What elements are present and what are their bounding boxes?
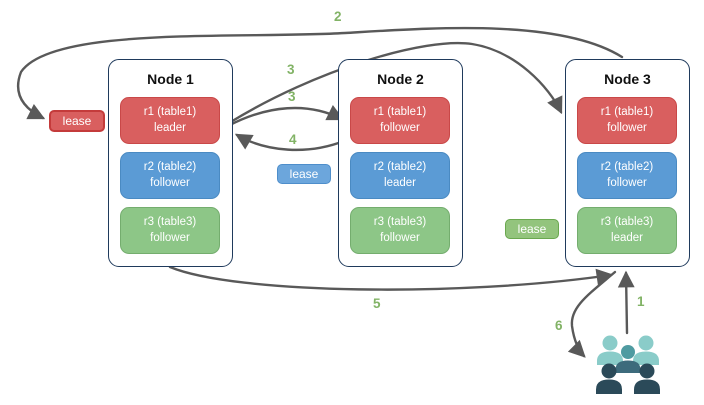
replica-role: follower xyxy=(607,121,647,134)
arrow-step5-return-to-gateway xyxy=(168,265,614,291)
user-back-left-icon xyxy=(597,335,623,365)
node-3: Node 3 r1 (table1) follower r2 (table2) … xyxy=(565,59,690,267)
node2-replica-r2: r2 (table2) leader xyxy=(350,152,450,199)
replica-role: follower xyxy=(607,176,647,189)
node-title: Node 3 xyxy=(604,71,651,87)
replica-role: leader xyxy=(384,176,416,189)
replica-role: follower xyxy=(150,176,190,189)
node2-replica-r1: r1 (table1) follower xyxy=(350,97,450,144)
arrow-step6-response-to-client xyxy=(567,270,617,358)
replica-name: r2 (table2) xyxy=(373,161,427,174)
node3-replica-r2: r2 (table2) follower xyxy=(577,152,677,199)
replica-name: r3 (table3) xyxy=(143,216,197,229)
step-number-5: 5 xyxy=(373,296,381,311)
step-number-2: 2 xyxy=(334,9,342,24)
step-number-3b: 3 xyxy=(288,89,296,104)
user-back-right-icon xyxy=(633,335,659,365)
step-number-4: 4 xyxy=(289,132,297,147)
replica-role: leader xyxy=(154,121,186,134)
node1-replica-r1: r1 (table1) leader xyxy=(120,97,220,144)
node-2: Node 2 r1 (table1) follower r2 (table2) … xyxy=(338,59,463,267)
replica-name: r1 (table1) xyxy=(600,106,654,119)
node-1: Node 1 r1 (table1) leader r2 (table2) fo… xyxy=(108,59,233,267)
step-number-1: 1 xyxy=(637,294,645,309)
node2-replica-r3: r3 (table3) follower xyxy=(350,207,450,254)
user-middle-icon xyxy=(615,345,641,373)
replica-role: follower xyxy=(150,231,190,244)
user-front-left-icon xyxy=(596,363,622,394)
replica-name: r1 (table1) xyxy=(143,106,197,119)
replica-name: r1 (table1) xyxy=(373,106,427,119)
user-front-right-icon xyxy=(634,363,660,394)
replica-name: r2 (table2) xyxy=(143,161,197,174)
node1-replica-r3: r3 (table3) follower xyxy=(120,207,220,254)
node3-replica-r1: r1 (table1) follower xyxy=(577,97,677,144)
step-number-3a: 3 xyxy=(287,62,295,77)
arrow-step1-client-request xyxy=(617,270,635,335)
replica-name: r3 (table3) xyxy=(373,216,427,229)
replica-role: follower xyxy=(380,231,420,244)
replica-role: follower xyxy=(380,121,420,134)
node-title: Node 1 xyxy=(147,71,194,87)
node3-replica-r3: r3 (table3) leader xyxy=(577,207,677,254)
lease-label-table2: lease xyxy=(277,164,331,184)
arrow-step3-replicate-to-node2 xyxy=(226,105,345,128)
node-title: Node 2 xyxy=(377,71,424,87)
step-number-6: 6 xyxy=(555,318,563,333)
replica-name: r2 (table2) xyxy=(600,161,654,174)
node1-replica-r2: r2 (table2) follower xyxy=(120,152,220,199)
replica-name: r3 (table3) xyxy=(600,216,654,229)
replica-role: leader xyxy=(611,231,643,244)
lease-label-table3: lease xyxy=(505,219,559,239)
lease-label-table1: lease xyxy=(49,110,105,132)
users-icon xyxy=(596,335,660,394)
